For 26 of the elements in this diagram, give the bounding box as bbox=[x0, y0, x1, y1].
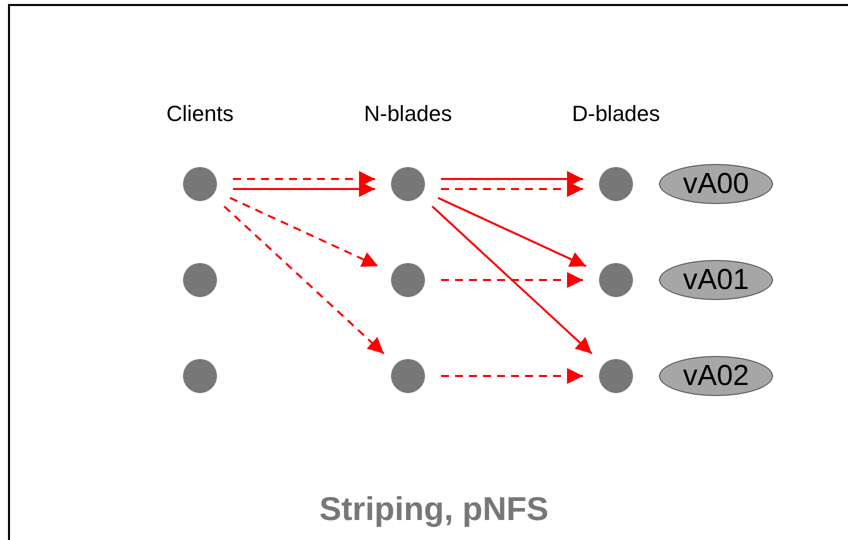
volume-ellipse: vA00 bbox=[659, 164, 773, 204]
arrow bbox=[441, 171, 583, 187]
node-circle bbox=[183, 167, 217, 201]
column-heading: N-blades bbox=[364, 101, 452, 127]
arrow bbox=[441, 272, 583, 288]
volume-ellipse: vA01 bbox=[659, 260, 773, 300]
arrow bbox=[438, 196, 586, 268]
node-circle bbox=[183, 263, 217, 297]
node-circle bbox=[391, 263, 425, 297]
arrow bbox=[441, 181, 583, 197]
node-circle bbox=[183, 359, 217, 393]
node-circle bbox=[391, 359, 425, 393]
node-circle bbox=[391, 167, 425, 201]
arrow bbox=[432, 206, 592, 354]
node-circle bbox=[599, 359, 633, 393]
node-circle bbox=[599, 263, 633, 297]
arrow bbox=[233, 181, 375, 197]
column-heading: D-blades bbox=[572, 101, 660, 127]
arrow bbox=[441, 368, 583, 384]
arrow bbox=[233, 171, 375, 187]
arrow bbox=[230, 196, 378, 268]
arrow bbox=[224, 206, 384, 354]
node-circle bbox=[599, 167, 633, 201]
column-heading: Clients bbox=[166, 101, 234, 127]
caption: Striping, pNFS bbox=[319, 490, 549, 528]
volume-ellipse: vA02 bbox=[659, 356, 773, 396]
